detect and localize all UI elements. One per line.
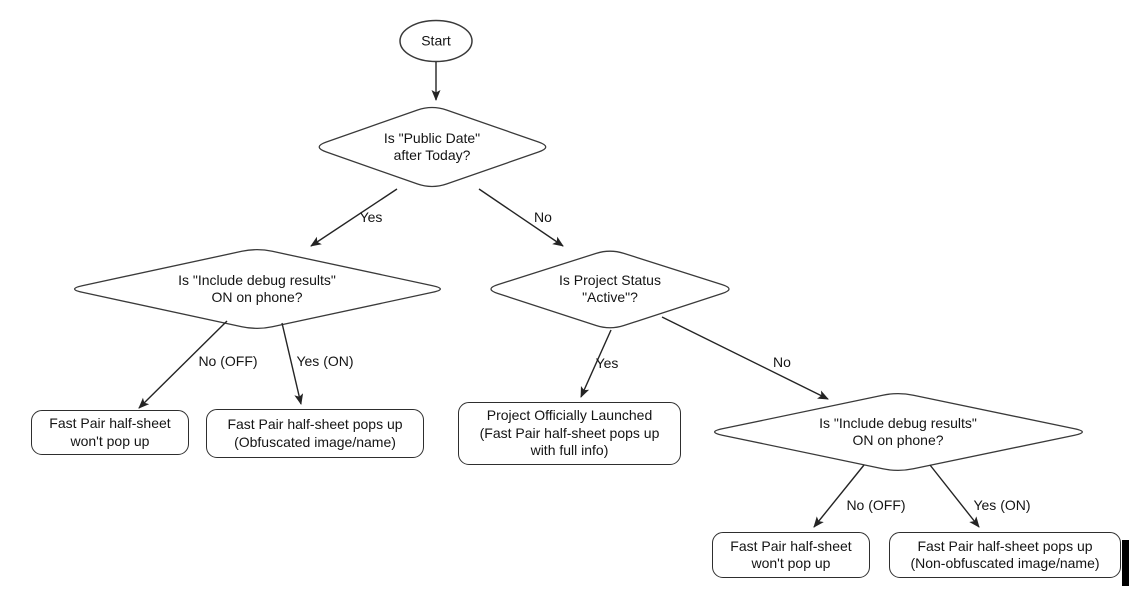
decision-debug-right-label: Is "Include debug results" ON on phone? (819, 414, 977, 448)
result-non-obfuscated: Fast Pair half-sheet pops up (Non-obfusc… (889, 532, 1121, 578)
result-obfuscated: Fast Pair half-sheet pops up (Obfuscated… (206, 409, 424, 458)
decision-debug-left-shape (73, 249, 441, 329)
edge-label-status-yes: Yes (595, 355, 619, 371)
edge-label-debug-right-no: No (OFF) (846, 497, 906, 513)
result-no-popup-left: Fast Pair half-sheet won't pop up (31, 410, 189, 455)
result-launched: Project Officially Launched (Fast Pair h… (458, 402, 681, 465)
arrow-public-date-yes (310, 188, 398, 247)
decision-project-status-label: Is Project Status "Active"? (559, 271, 661, 305)
decision-project-status-shape (490, 250, 730, 329)
text-cursor-artifact (1122, 540, 1129, 586)
decision-public-date-label: Is "Public Date" after Today? (383, 129, 481, 163)
arrow-debug-right-yes (929, 464, 980, 528)
edge-label-debug-left-yes: Yes (ON) (296, 353, 354, 369)
edge-label-status-no: No (773, 354, 791, 370)
start-node-label: Start (421, 32, 451, 49)
edge-label-public-date-yes: Yes (359, 209, 383, 225)
arrow-debug-right-no (813, 464, 865, 528)
edge-label-debug-right-yes: Yes (ON) (973, 497, 1031, 513)
arrow-debug-left-yes (281, 322, 304, 405)
decision-public-date-shape (318, 106, 547, 188)
arrow-debug-left-no (138, 320, 228, 409)
edge-label-public-date-no: No (534, 209, 552, 225)
arrow-status-no (661, 316, 829, 400)
start-node-shape (399, 19, 473, 63)
arrow-status-yes (580, 329, 612, 398)
decision-debug-right-shape (714, 392, 1083, 472)
decision-debug-left-label: Is "Include debug results" ON on phone? (178, 271, 336, 305)
result-no-popup-right: Fast Pair half-sheet won't pop up (712, 532, 870, 578)
edge-label-debug-left-no: No (OFF) (198, 353, 258, 369)
arrow-public-date-no (478, 188, 564, 247)
